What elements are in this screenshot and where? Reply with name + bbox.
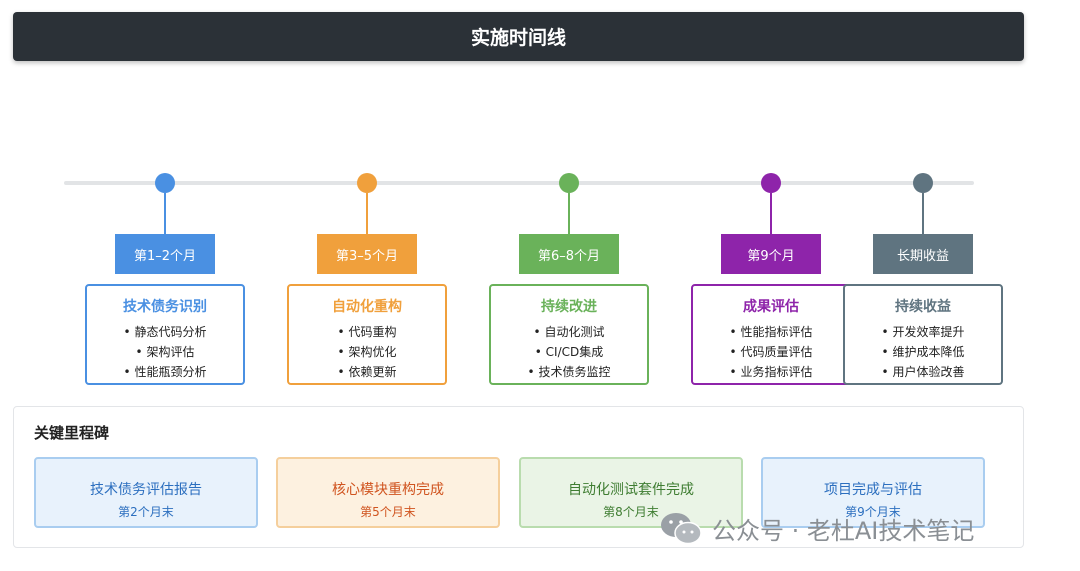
timeline-dot [559, 173, 579, 193]
phase-task-item: CI/CD集成 [491, 342, 647, 362]
phase-task-item: 架构评估 [87, 342, 243, 362]
watermark: 公众号 · 老杜AI技术笔记 [660, 508, 974, 548]
timeline-axis [64, 181, 974, 185]
timeline-connector [366, 193, 368, 234]
phase-card-title: 自动化重构 [332, 299, 402, 315]
milestone-title: 自动化测试套件完成 [568, 482, 694, 498]
phase-task-item: 架构优化 [289, 342, 445, 362]
phase-task-item: 维护成本降低 [845, 342, 1001, 362]
milestone-title: 项目完成与评估 [824, 482, 922, 498]
phase-task-list: 自动化测试CI/CD集成技术债务监控 [491, 322, 647, 382]
phase-label: 第3–5个月 [317, 234, 417, 274]
phase-task-item: 性能瓶颈分析 [87, 362, 243, 382]
phase-label: 第6–8个月 [519, 234, 619, 274]
milestone-date: 第9个月末 [845, 505, 901, 519]
phase-card-title: 技术债务识别 [123, 299, 207, 315]
page-title: 实施时间线 [13, 12, 1024, 61]
phase-card: 自动化重构代码重构架构优化依赖更新 [287, 284, 447, 385]
milestone-card: 自动化测试套件完成第8个月末 [519, 457, 743, 528]
phase-task-item: 业务指标评估 [693, 362, 849, 382]
phase-label: 第9个月 [721, 234, 821, 274]
milestone-date: 第2个月末 [118, 505, 174, 519]
phase-task-list: 静态代码分析架构评估性能瓶颈分析 [87, 322, 243, 382]
milestone-card: 技术债务评估报告第2个月末 [34, 457, 258, 528]
milestone-title: 核心模块重构完成 [332, 482, 444, 498]
phase-card-title: 持续收益 [895, 299, 951, 315]
timeline-dot [357, 173, 377, 193]
milestone-date: 第8个月末 [603, 505, 659, 519]
phase-task-item: 依赖更新 [289, 362, 445, 382]
phase-task-item: 用户体验改善 [845, 362, 1001, 382]
phase-task-item: 代码重构 [289, 322, 445, 342]
timeline-dot [155, 173, 175, 193]
milestone-card: 核心模块重构完成第5个月末 [276, 457, 500, 528]
phase-task-item: 性能指标评估 [693, 322, 849, 342]
watermark-text: 公众号 · 老杜AI技术笔记 [712, 516, 975, 545]
phase-card: 成果评估性能指标评估代码质量评估业务指标评估 [691, 284, 851, 385]
milestones-heading: 关键里程碑 [34, 424, 110, 442]
phase-task-item: 开发效率提升 [845, 322, 1001, 342]
phase-label: 第1–2个月 [115, 234, 215, 274]
milestones-panel: 关键里程碑 技术债务评估报告第2个月末核心模块重构完成第5个月末自动化测试套件完… [13, 406, 1024, 548]
timeline-dot [913, 173, 933, 193]
timeline-connector [164, 193, 166, 234]
phase-card: 持续改进自动化测试CI/CD集成技术债务监控 [489, 284, 649, 385]
timeline-connector [770, 193, 772, 234]
milestone-card: 项目完成与评估第9个月末 [761, 457, 985, 528]
phase-card-title: 成果评估 [743, 299, 799, 315]
phase-task-item: 静态代码分析 [87, 322, 243, 342]
phase-label: 长期收益 [873, 234, 973, 274]
phase-task-list: 开发效率提升维护成本降低用户体验改善 [845, 322, 1001, 382]
phase-task-item: 代码质量评估 [693, 342, 849, 362]
timeline-connector [568, 193, 570, 234]
phase-task-list: 代码重构架构优化依赖更新 [289, 322, 445, 382]
timeline-connector [922, 193, 924, 234]
milestone-date: 第5个月末 [360, 505, 416, 519]
phase-card-title: 持续改进 [541, 299, 597, 315]
phase-task-list: 性能指标评估代码质量评估业务指标评估 [693, 322, 849, 382]
phase-card: 技术债务识别静态代码分析架构评估性能瓶颈分析 [85, 284, 245, 385]
phase-card: 持续收益开发效率提升维护成本降低用户体验改善 [843, 284, 1003, 385]
milestone-title: 技术债务评估报告 [90, 482, 202, 498]
phase-task-item: 自动化测试 [491, 322, 647, 342]
timeline-dot [761, 173, 781, 193]
phase-task-item: 技术债务监控 [491, 362, 647, 382]
wechat-icon [661, 513, 702, 545]
